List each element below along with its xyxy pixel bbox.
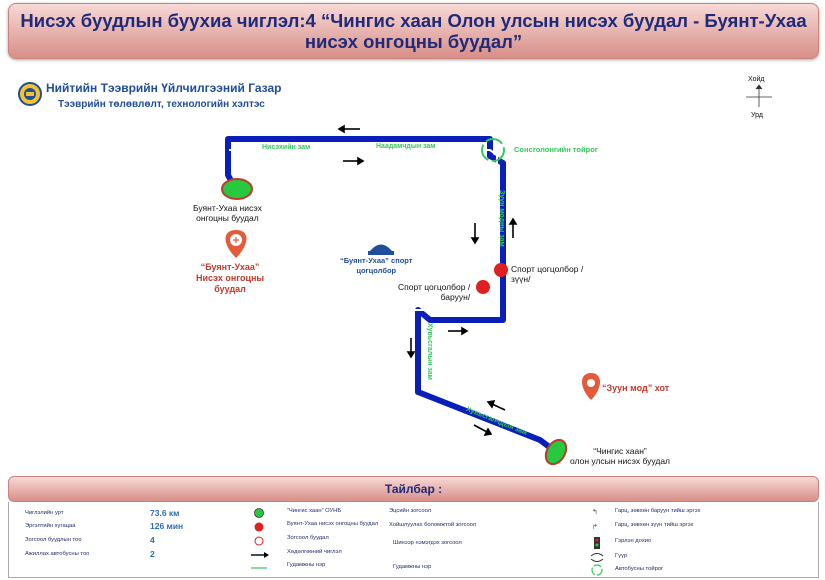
legend-title: Тайлбар : bbox=[384, 482, 443, 496]
stat-label: Чиглэлийн урт bbox=[25, 510, 64, 516]
legend-item: Гудамжны нэр bbox=[287, 562, 326, 568]
route-map bbox=[18, 82, 772, 466]
street-niskhiin: Нисэхийн зам bbox=[262, 144, 311, 151]
street-naadamchdyn: Наадамчдын зам bbox=[376, 143, 436, 150]
arrow-down-icon bbox=[406, 338, 416, 359]
direction-arrows bbox=[337, 124, 518, 437]
stat-value: 126 мин bbox=[150, 521, 184, 531]
legend-item: Хөдөлгөөний чиглэл bbox=[287, 549, 342, 555]
arrow-down-right-icon bbox=[473, 424, 493, 437]
arrow-right-icon bbox=[343, 156, 365, 166]
sport-complex-icon bbox=[368, 244, 394, 255]
zuunmod-label: “Зуун мод” хот bbox=[602, 383, 670, 393]
legend-item: Гүүр bbox=[615, 553, 628, 559]
stat-value: 73.6 км bbox=[150, 508, 180, 518]
route-title: Нисэх буудлын буухиа чиглэл:4 “Чингис ха… bbox=[20, 10, 807, 52]
arrow-right-icon bbox=[448, 326, 469, 336]
legend-panel: Чиглэлийн урт 73.6 км Эргэлтийн хугацаа … bbox=[8, 502, 819, 578]
legend-item: Гудамжны нэр bbox=[393, 564, 432, 570]
agency-name: Нийтийн Тээврийн Үйлчилгээний Газар bbox=[46, 81, 282, 95]
arrow-left-icon bbox=[337, 124, 360, 134]
compass-icon bbox=[746, 84, 772, 107]
legend-icons: ↰ ↱ bbox=[590, 508, 604, 576]
legend-item: Эцсийн зогсоол bbox=[389, 508, 432, 514]
legend-item: Гэрлэн дохио bbox=[615, 538, 652, 544]
stop-chinggis-label: “Чингис хаан”олон улсын нисэх буудал bbox=[570, 446, 671, 466]
route-line bbox=[225, 136, 558, 455]
legend-item: Зогсоол буудал bbox=[287, 535, 329, 541]
stat-label: Ажиллах автобусны тоо bbox=[25, 551, 90, 557]
compass-south-label: Урд bbox=[751, 112, 763, 119]
legend-header: Тайлбар : bbox=[8, 476, 819, 502]
legend-item: Буянт-Ухаа нисэх онгоцны буудал bbox=[287, 521, 379, 527]
agency-block: Нийтийн Тээврийн Үйлчилгээний Газар Тээв… bbox=[46, 81, 281, 110]
buyant-ukhaa-terminal-icon bbox=[221, 178, 253, 200]
stop-sport-left-label: Спорт цогцолбор /баруун/ bbox=[398, 282, 471, 302]
title-banner: Нисэх буудлын буухиа чиглэл:4 “Чингис ха… bbox=[8, 3, 819, 59]
compass-north-label: Хойд bbox=[748, 76, 765, 83]
stop-sport-right-label: Спорт цогцолбор /зүүн/ bbox=[511, 264, 584, 284]
legend-item: “Чингис хаан” ОУНБ bbox=[287, 508, 342, 514]
stat-value: 4 bbox=[150, 535, 155, 545]
svg-text:↱: ↱ bbox=[592, 523, 598, 531]
roundabout-label: Сонсголонгийн тойрог bbox=[514, 145, 598, 154]
agency-logo-icon bbox=[18, 82, 42, 106]
legend-symbols bbox=[251, 508, 269, 569]
stop-sport-left-icon bbox=[476, 280, 490, 294]
roundabout-icon bbox=[481, 138, 505, 162]
arrow-up-left-icon bbox=[486, 399, 506, 411]
arrow-down-icon bbox=[470, 223, 480, 245]
stop-sport-right-icon bbox=[494, 263, 508, 277]
street-zuun-mod: Зуун модны зам bbox=[498, 190, 505, 247]
legend-item: Гарц, зөвхөн баруун тийш эргэх bbox=[615, 508, 701, 514]
legend-item: Шинээр нэмэгдэх зогсоол bbox=[393, 540, 462, 546]
legend-item: Автобусны тойрог bbox=[615, 566, 664, 572]
stat-label: Эргэлтийн хугацаа bbox=[25, 523, 76, 529]
agency-department: Тээврийн төлөвлөлт, технологийн хэлтэс bbox=[58, 99, 265, 110]
legend-item: Гарц, зөвхөн зүүн тийш эргэх bbox=[615, 522, 694, 528]
stat-label: Зогсоол буудлын тоо bbox=[25, 537, 82, 543]
chinggis-terminal-icon bbox=[544, 438, 568, 466]
airport-pin-icon bbox=[225, 230, 247, 258]
street-khuvsgal: Хувьсгалын зам bbox=[426, 323, 433, 380]
stat-value: 2 bbox=[150, 549, 155, 559]
svg-text:↰: ↰ bbox=[592, 508, 598, 516]
arrow-up-icon bbox=[508, 217, 518, 238]
city-pin-icon bbox=[582, 373, 600, 400]
legend-item: Хойшлуулах боломжтой зогсоол bbox=[389, 522, 477, 528]
